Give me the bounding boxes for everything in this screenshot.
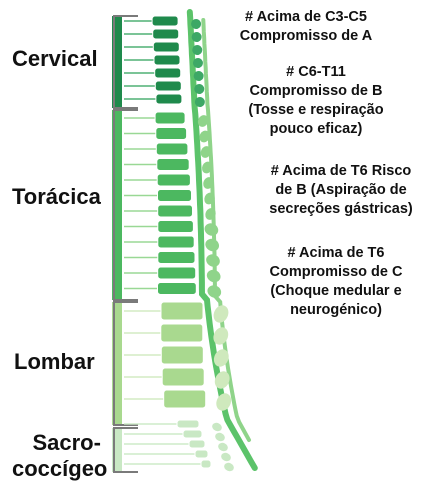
note-line: Compromisso de C — [256, 263, 416, 282]
vertebral-body — [155, 112, 185, 124]
spinous-process — [220, 451, 232, 462]
vertebral-body — [201, 460, 211, 468]
vertebral-body — [161, 302, 203, 320]
vertebral-body — [177, 420, 199, 428]
vertebral-body — [154, 55, 180, 65]
region-label-sacral-line1: Sacro- — [26, 430, 107, 456]
region-label-sacral: Sacro- coccígeo — [26, 430, 107, 482]
note-line: # Acima de C3-C5 — [226, 8, 386, 27]
vertebral-body — [157, 174, 190, 186]
region-label-cervical: Cervical — [12, 46, 98, 72]
note-c6-t11: # C6-T11 Compromisso de B (Tosse e respi… — [236, 63, 396, 139]
vertebral-body — [156, 143, 188, 155]
note-line: # C6-T11 — [236, 63, 396, 82]
spinous-process — [203, 221, 221, 238]
note-line: de B (Aspiração de — [262, 181, 420, 200]
vertebral-body — [156, 128, 187, 140]
vertebral-body — [161, 324, 203, 342]
note-c3-c5: # Acima de C3-C5 Compromisso de A — [226, 8, 386, 46]
region-label-sacral-line2: coccígeo — [12, 456, 107, 482]
vertebral-body — [158, 252, 195, 264]
note-line: # Acima de T6 — [256, 244, 416, 263]
vertebral-body — [161, 346, 203, 364]
region-label-lumbar: Lombar — [14, 349, 95, 375]
vertebral-body — [152, 16, 178, 26]
vertebral-body — [158, 190, 192, 202]
vertebral-body — [156, 94, 182, 104]
vertebral-body — [158, 283, 197, 295]
note-line: Compromisso de A — [226, 27, 386, 46]
vertebral-body — [158, 205, 193, 217]
note-t6-c: # Acima de T6 Compromisso de C (Choque m… — [256, 244, 416, 320]
spinous-process — [204, 252, 222, 269]
note-line: secreções gástricas) — [262, 200, 420, 219]
note-line: (Tosse e respiração — [236, 101, 396, 120]
spinous-process — [223, 461, 235, 472]
note-t6-risk-b: # Acima de T6 Risco de B (Aspiração de s… — [262, 162, 420, 219]
spinous-process — [217, 441, 229, 452]
vertebral-body — [164, 390, 206, 408]
spinous-process — [214, 431, 226, 442]
vertebral-body — [158, 221, 194, 233]
region-label-thoracic: Torácica — [12, 184, 101, 210]
vertebral-body — [155, 68, 181, 78]
note-line: neurogénico) — [256, 301, 416, 320]
vertebral-body — [157, 159, 189, 171]
note-line: Compromisso de B — [236, 82, 396, 101]
spinous-process — [211, 421, 223, 432]
vertebral-body — [155, 81, 181, 91]
vertebral-body — [158, 267, 196, 279]
note-line: # Acima de T6 Risco — [262, 162, 420, 181]
note-line: (Choque medular e — [256, 282, 416, 301]
spinous-process — [205, 268, 223, 285]
vertebral-body — [153, 29, 179, 39]
vertebral-body — [162, 368, 204, 386]
spinous-process — [203, 237, 221, 254]
vertebral-body — [189, 440, 205, 448]
vertebral-body — [183, 430, 202, 438]
vertebral-body — [153, 42, 179, 52]
note-line: pouco eficaz) — [236, 120, 396, 139]
spinous-process — [211, 303, 231, 325]
vertebral-body — [158, 236, 194, 248]
region-brackets — [112, 16, 138, 472]
vertebral-body — [195, 450, 208, 458]
